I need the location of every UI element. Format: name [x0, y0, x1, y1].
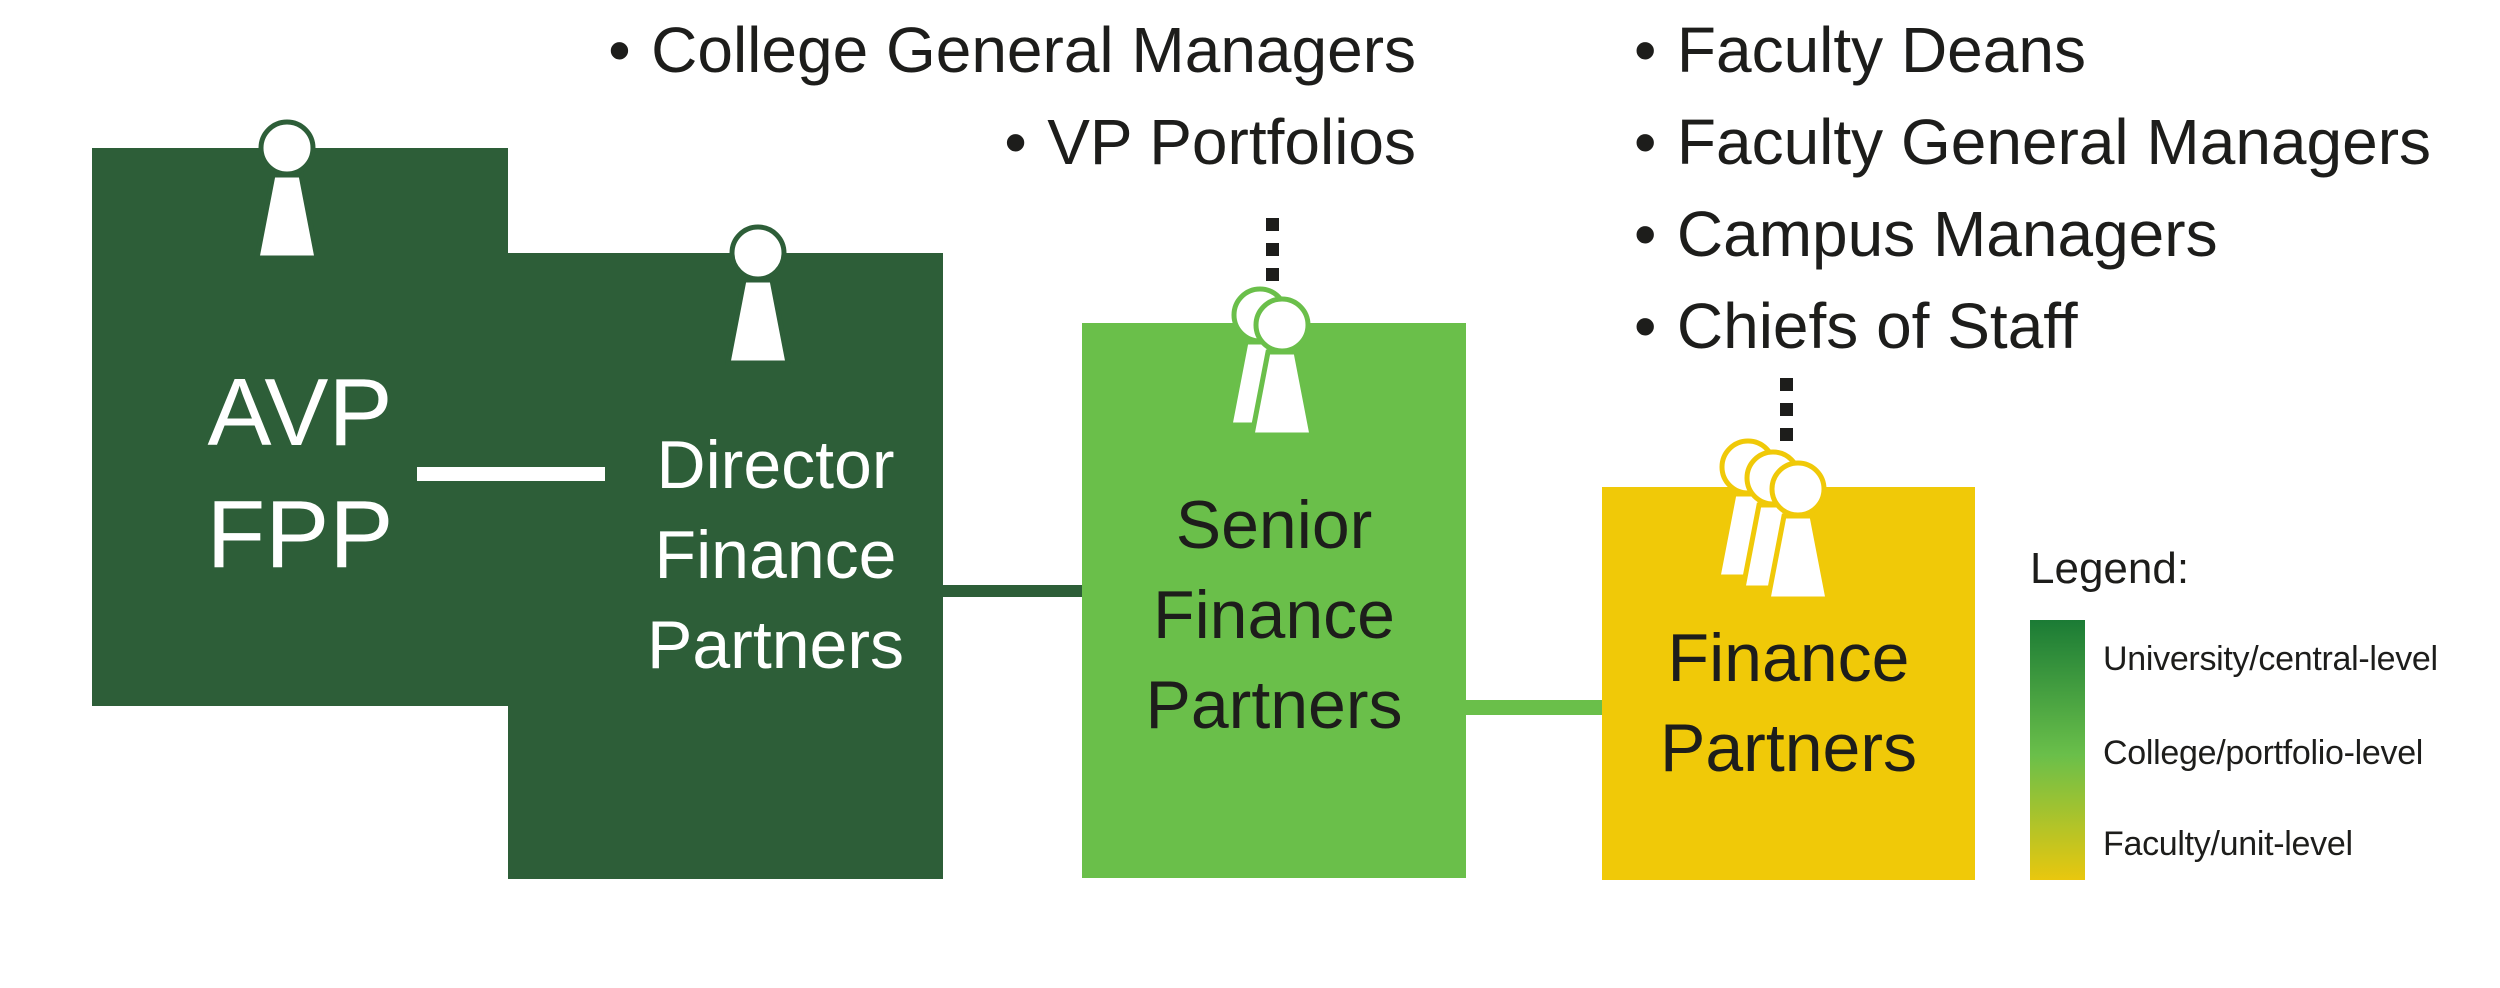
list-item: • College General Managers [608, 4, 1416, 96]
box-director-finance-partners [508, 253, 943, 879]
avp-label-line: FPP [206, 481, 394, 588]
list-item: • Faculty Deans [1634, 4, 2431, 96]
list-item-text: Faculty General Managers [1676, 106, 2431, 178]
senior-label-line: Partners [1145, 667, 1403, 743]
list-item: • VP Portfolios [608, 96, 1416, 188]
connector-director-to-senior [943, 585, 1082, 597]
bullet-marker: • [1634, 290, 1657, 362]
director-label-line: Finance [654, 517, 897, 593]
list-item-text: VP Portfolios [1047, 106, 1416, 178]
legend-title: Legend: [2030, 544, 2190, 593]
bullet-marker: • [1004, 106, 1027, 178]
finance-label-line: Finance [1667, 620, 1910, 696]
list-item: • Chiefs of Staff [1634, 280, 2431, 372]
senior-label: Senior Finance Partners [1082, 480, 1466, 750]
avp-label-line: AVP [207, 359, 393, 466]
college-vp-bullet-list: • College General Managers • VP Portfolios [608, 4, 1416, 188]
dotted-connector-portfolios-to-senior [1266, 218, 1279, 282]
list-item-text: College General Managers [651, 14, 1416, 86]
director-label-line: Director [656, 427, 895, 503]
connector-avp-to-director [417, 467, 605, 481]
bullet-marker: • [608, 14, 631, 86]
senior-label-line: Senior [1175, 487, 1373, 563]
single-person-keyhole-icon [253, 119, 321, 261]
bullet-marker: • [1634, 14, 1657, 86]
bullet-marker: • [1634, 198, 1657, 270]
list-item-text: Chiefs of Staff [1676, 290, 2078, 362]
list-item-text: Campus Managers [1676, 198, 2218, 270]
single-person-keyhole-icon [724, 224, 792, 366]
three-person-keyhole-icon [1714, 438, 1832, 602]
legend-label-university: University/central-level [2103, 640, 2438, 678]
legend-gradient-bar [2030, 620, 2085, 880]
director-label: Director Finance Partners [605, 420, 946, 690]
bullet-marker: • [1634, 106, 1657, 178]
legend-label-college: College/portfolio-level [2103, 734, 2424, 772]
list-item: • Faculty General Managers [1634, 96, 2431, 188]
finance-label-line: Partners [1660, 710, 1917, 786]
legend-label-faculty: Faculty/unit-level [2103, 825, 2353, 863]
dotted-connector-faculty-to-finance [1780, 378, 1793, 442]
list-item-text: Faculty Deans [1676, 14, 2086, 86]
senior-label-line: Finance [1153, 577, 1395, 653]
avp-fpp-label: AVP FPP [92, 352, 508, 596]
director-label-line: Partners [647, 607, 904, 683]
finance-label: Finance Partners [1602, 613, 1975, 793]
two-person-keyhole-icon [1226, 286, 1316, 438]
faculty-bullet-list: • Faculty Deans • Faculty General Managers… [1634, 4, 2431, 372]
connector-senior-to-finance [1466, 700, 1602, 715]
list-item: • Campus Managers [1634, 188, 2431, 280]
